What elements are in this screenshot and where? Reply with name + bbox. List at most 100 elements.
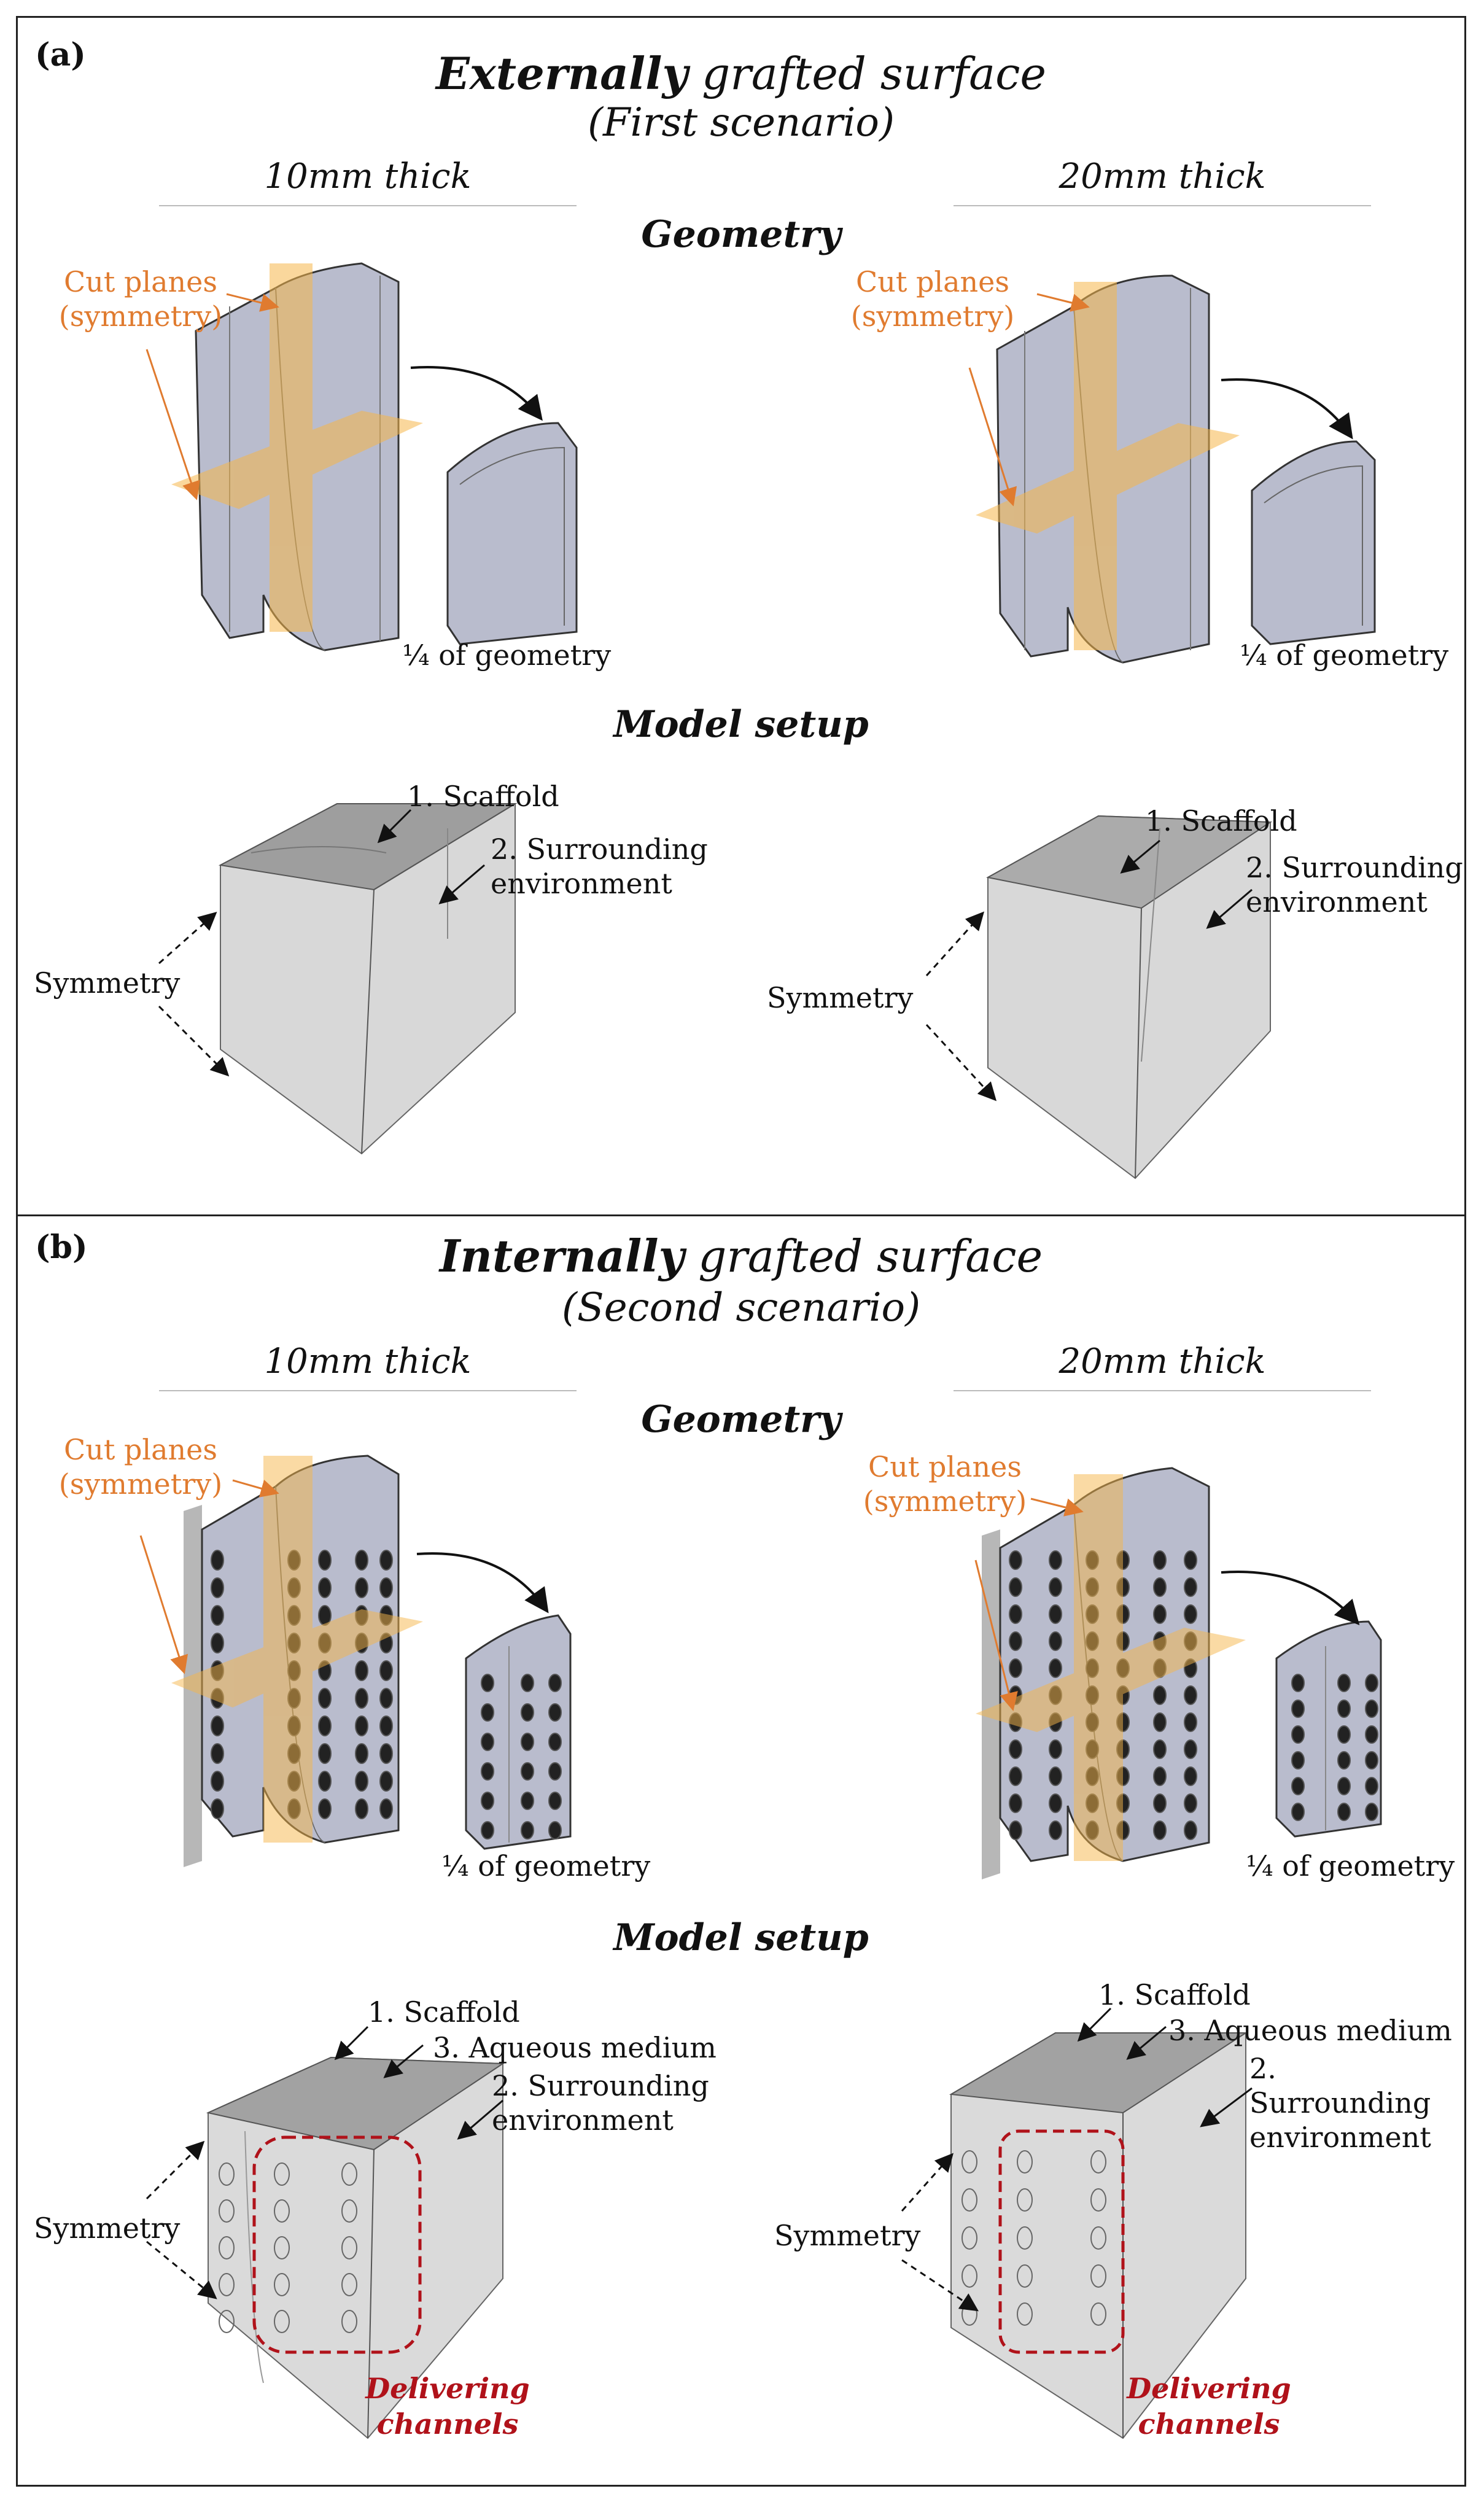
pore-hole xyxy=(1009,1739,1022,1759)
quarter-label-a-left: ¼ of geometry xyxy=(402,639,612,672)
pore-hole xyxy=(341,2199,357,2223)
pore-hole xyxy=(1184,1577,1197,1597)
pore-hole xyxy=(1184,1766,1197,1786)
pore-hole xyxy=(1153,1712,1167,1732)
pore-hole xyxy=(318,1688,332,1709)
panel-a-geometry-heading: Geometry xyxy=(641,213,841,256)
cut-arrow-a-left-2 xyxy=(146,349,200,500)
pore-hole xyxy=(318,1771,332,1792)
symmetry-arrow-b-left-2 xyxy=(146,2240,217,2299)
cut-planes-line2: (symmetry) xyxy=(863,1485,1027,1518)
scaffold-label-a-right: 1. Scaffold xyxy=(1145,804,1297,837)
panel-b-label: (b) xyxy=(35,1229,88,1266)
cut-arrow-a-right-1 xyxy=(1036,293,1090,312)
pore-hole xyxy=(1017,2150,1033,2174)
pore-hole xyxy=(521,1792,534,1810)
surrounding-label-b-left: 2. Surrounding environment xyxy=(492,2069,709,2137)
symmetry-label-b-left: Symmetry xyxy=(34,2212,181,2245)
quarter-10mm-a xyxy=(446,422,578,645)
pore-hole xyxy=(548,1792,562,1810)
pore-hole xyxy=(1184,1739,1197,1759)
panel-b-title: Internally grafted surface xyxy=(18,1230,1464,1282)
pore-hole xyxy=(1337,1751,1351,1770)
pore-hole xyxy=(1049,1793,1062,1813)
pore-hole xyxy=(521,1733,534,1751)
panel-b: (b) Internally grafted surface (Second s… xyxy=(16,1214,1466,2487)
pore-hole xyxy=(1049,1739,1062,1759)
pore-hole xyxy=(211,1715,224,1736)
pore-hole xyxy=(219,2199,235,2223)
pore-hole xyxy=(341,2162,357,2186)
pore-hole xyxy=(355,1550,368,1571)
pore-hole xyxy=(481,1821,494,1840)
pore-hole xyxy=(379,1798,393,1819)
pore-hole xyxy=(1049,1766,1062,1786)
surrounding-label-a-left: 2. Surrounding environment xyxy=(491,832,708,901)
panel-b-geometry-heading: Geometry xyxy=(641,1398,841,1441)
pore-hole xyxy=(1153,1577,1167,1597)
symmetry-label-a-left: Symmetry xyxy=(34,966,181,1000)
pore-hole xyxy=(481,1703,494,1722)
pore-hole xyxy=(548,1703,562,1722)
symmetry-arrow-b-right-2 xyxy=(901,2259,979,2312)
panel-a-col-right: 20mm thick xyxy=(954,157,1371,206)
pore-hole xyxy=(521,1703,534,1722)
pore-hole xyxy=(1017,2264,1033,2288)
surrounding-arrow-b-left xyxy=(457,2099,503,2140)
pore-hole xyxy=(1153,1793,1167,1813)
arrow-to-quarter-a-right xyxy=(1221,378,1353,440)
cut-arrow-b-left-1 xyxy=(232,1479,279,1498)
model-box-20mm-b xyxy=(949,2032,1248,2439)
surrounding-line2: environment xyxy=(492,2104,674,2137)
surrounding-arrow-a-right xyxy=(1206,888,1253,929)
pore-hole xyxy=(318,1577,332,1598)
pore-hole xyxy=(1009,1577,1022,1597)
scaffold-arrow-a-right xyxy=(1120,839,1160,874)
pore-hole xyxy=(548,1674,562,1692)
pore-hole xyxy=(1184,1604,1197,1624)
pore-hole xyxy=(1017,2302,1033,2326)
pore-hole xyxy=(1365,1674,1378,1692)
cut-planes-line1: Cut planes xyxy=(64,1433,217,1466)
surrounding-line1: 2. Surrounding xyxy=(1249,2052,1431,2119)
pore-hole xyxy=(211,1550,224,1571)
pore-hole xyxy=(355,1715,368,1736)
pore-hole xyxy=(318,1550,332,1571)
quarter-label-b-left: ¼ of geometry xyxy=(441,1849,651,1882)
pore-hole xyxy=(211,1743,224,1764)
pore-hole xyxy=(355,1771,368,1792)
pore-hole xyxy=(1090,2302,1106,2326)
surrounding-arrow-a-left xyxy=(438,864,485,904)
pore-hole xyxy=(1009,1766,1022,1786)
cut-arrow-b-left-2 xyxy=(139,1535,188,1674)
pore-hole xyxy=(1337,1777,1351,1795)
aqueous-label-b-left: 3. Aqueous medium xyxy=(433,2031,717,2064)
pore-hole xyxy=(341,2310,357,2333)
pore-hole xyxy=(1337,1700,1351,1718)
pore-hole xyxy=(1009,1631,1022,1651)
pore-hole xyxy=(1153,1766,1167,1786)
pore-hole xyxy=(211,1633,224,1653)
pore-hole xyxy=(1291,1777,1305,1795)
pore-hole xyxy=(219,2310,235,2333)
symmetry-arrow-b-right-1 xyxy=(901,2153,954,2212)
pore-hole xyxy=(1090,2150,1106,2174)
pore-hole xyxy=(1017,2188,1033,2212)
cut-planes-label-b-left: Cut planes (symmetry) xyxy=(55,1432,227,1501)
pore-hole xyxy=(961,2150,977,2174)
pore-hole xyxy=(1049,1658,1062,1678)
panel-a-col-left: 10mm thick xyxy=(159,157,577,206)
symmetry-label-a-right: Symmetry xyxy=(767,981,914,1014)
pore-hole xyxy=(1153,1550,1167,1570)
pore-hole xyxy=(355,1798,368,1819)
pore-hole xyxy=(219,2236,235,2259)
panel-b-model-heading: Model setup xyxy=(613,1916,869,1959)
symmetry-arrow-a-left-1 xyxy=(158,912,217,965)
model-box-10mm-b xyxy=(206,2056,505,2439)
quarter-20mm-a xyxy=(1251,440,1376,645)
delivering-channels-outline-right xyxy=(998,2129,1125,2354)
pore-hole xyxy=(1017,2226,1033,2250)
pore-hole xyxy=(1337,1725,1351,1744)
pore-hole xyxy=(1153,1739,1167,1759)
pore-hole xyxy=(1049,1550,1062,1570)
